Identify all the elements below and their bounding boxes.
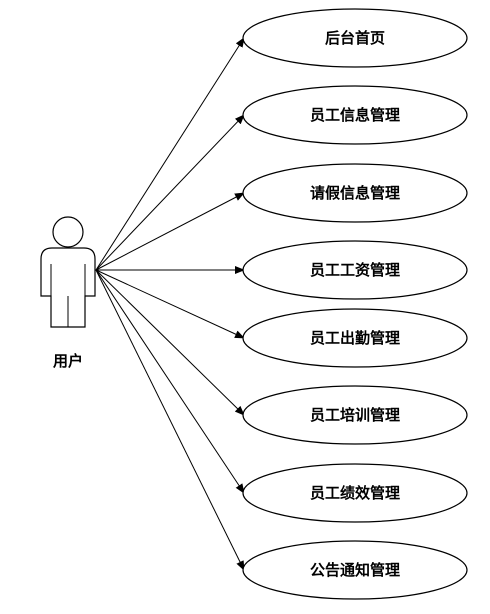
actor-label: 用户 bbox=[53, 352, 83, 370]
use-case-ellipse bbox=[242, 540, 468, 600]
edge-0 bbox=[95, 37, 245, 271]
use-case-ellipse bbox=[242, 8, 468, 68]
stick-figure-actor-icon bbox=[40, 216, 96, 328]
use-case: 员工出勤管理 bbox=[242, 308, 468, 368]
use-case-label: 请假信息管理 bbox=[310, 184, 400, 202]
edge-5 bbox=[95, 269, 245, 416]
use-case: 员工工资管理 bbox=[242, 240, 468, 300]
use-case-ellipse bbox=[242, 163, 468, 223]
edge-6 bbox=[95, 269, 245, 494]
use-case-ellipse bbox=[242, 240, 468, 300]
association-edges bbox=[95, 37, 245, 571]
use-case: 后台首页 bbox=[242, 8, 468, 68]
edge-1 bbox=[95, 114, 245, 271]
use-case-ellipse bbox=[242, 463, 468, 523]
use-case-list: 后台首页 员工信息管理 请假信息管理 员工工资管理 员工出勤管理 员工培训管理 … bbox=[242, 8, 468, 600]
edge-4 bbox=[95, 269, 245, 339]
actor: 用户 bbox=[40, 216, 96, 370]
use-case-ellipse bbox=[242, 85, 468, 145]
use-case: 员工培训管理 bbox=[242, 385, 468, 445]
use-case-label: 员工信息管理 bbox=[310, 106, 400, 124]
use-case-label: 公告通知管理 bbox=[310, 561, 400, 579]
use-case: 公告通知管理 bbox=[242, 540, 468, 600]
use-case-label: 后台首页 bbox=[325, 29, 385, 47]
use-case-label: 员工工资管理 bbox=[310, 261, 400, 279]
use-case-ellipse bbox=[242, 308, 468, 368]
use-case: 员工信息管理 bbox=[242, 85, 468, 145]
use-case: 请假信息管理 bbox=[242, 163, 468, 223]
use-case-label: 员工培训管理 bbox=[310, 406, 400, 424]
edge-2 bbox=[95, 192, 245, 271]
edge-7 bbox=[95, 269, 245, 571]
use-case-label: 员工出勤管理 bbox=[310, 329, 400, 347]
use-case-ellipse bbox=[242, 385, 468, 445]
use-case: 员工绩效管理 bbox=[242, 463, 468, 523]
use-case-label: 员工绩效管理 bbox=[310, 484, 400, 502]
